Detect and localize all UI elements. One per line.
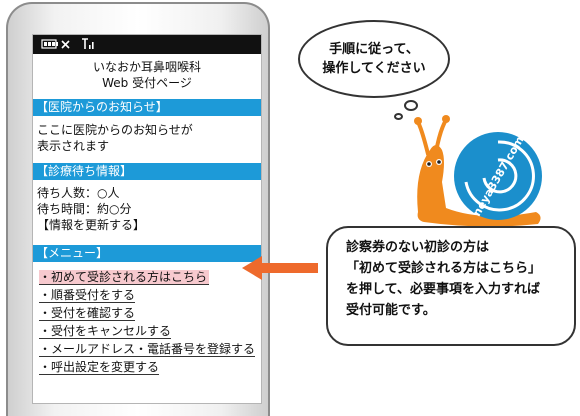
notice-section-header: 【医院からのお知らせ】	[33, 99, 261, 116]
explanation-line: 受付可能です。	[346, 303, 436, 318]
explanation-line: を押して、必要事項を入力すれば	[346, 282, 540, 297]
menu-item-confirm[interactable]: ・受付を確認する	[39, 305, 255, 323]
page-subtitle: Web 受付ページ	[102, 76, 192, 90]
menu-item-take-number[interactable]: ・順番受付をする	[39, 287, 255, 305]
waiting-time: 待ち時間：約○分	[37, 202, 132, 216]
instruction-line: 手順に従って、	[329, 42, 419, 57]
no-service-icon	[61, 39, 70, 49]
explanation-line: 診察券のない初診の方は	[346, 240, 490, 255]
status-bar	[33, 35, 261, 54]
explanation-bubble: 診察券のない初診の方は 「初めて受診される方はこちら」 を押して、必要事項を入力…	[326, 226, 576, 346]
explanation-line: 「初めて受診される方はこちら」	[346, 261, 542, 276]
instruction-line: 操作してください	[322, 61, 426, 76]
signal-antenna-icon	[81, 38, 95, 50]
instruction-bubble: 手順に従って、 操作してください	[298, 20, 450, 98]
menu-item-call-settings[interactable]: ・呼出設定を変更する	[39, 359, 255, 377]
menu-item-label[interactable]: ・受付を確認する	[39, 306, 136, 321]
waiting-body: 待ち人数：○人 待ち時間：約○分 【情報を更新する】	[37, 185, 145, 233]
thought-dot	[404, 100, 418, 111]
refresh-link[interactable]: 【情報を更新する】	[37, 218, 146, 232]
menu-item-first-visit[interactable]: ・初めて受診される方はこちら	[39, 269, 255, 287]
thought-dot	[394, 113, 403, 120]
menu-item-label[interactable]: ・呼出設定を変更する	[39, 360, 160, 375]
menu-item-label[interactable]: ・順番受付をする	[39, 288, 136, 303]
phone-screen: いなおか耳鼻咽喉科 Web 受付ページ 【医院からのお知らせ】 ここに医院からの…	[32, 34, 262, 404]
phone-frame: いなおか耳鼻咽喉科 Web 受付ページ 【医院からのお知らせ】 ここに医院からの…	[6, 2, 270, 416]
menu-item-cancel[interactable]: ・受付をキャンセルする	[39, 323, 255, 341]
menu-section-header: 【メニュー】	[33, 245, 261, 262]
pointer-arrow-icon	[242, 256, 318, 280]
snail-mascot-icon: neya3387.com	[414, 115, 542, 227]
battery-icon	[41, 39, 59, 49]
notice-line: ここに医院からのお知らせが	[37, 123, 193, 137]
waiting-section-header: 【診療待ち情報】	[33, 163, 261, 180]
clinic-name: いなおか耳鼻咽喉科	[92, 60, 201, 74]
menu-item-label[interactable]: ・初めて受診される方はこちら	[39, 270, 210, 285]
notice-body: ここに医院からのお知らせが 表示されます	[37, 122, 193, 154]
notice-line: 表示されます	[37, 139, 110, 153]
menu-item-label[interactable]: ・受付をキャンセルする	[39, 324, 172, 339]
waiting-count: 待ち人数：○人	[37, 186, 120, 200]
page-title: いなおか耳鼻咽喉科 Web 受付ページ	[33, 59, 261, 91]
menu-list: ・初めて受診される方はこちら ・順番受付をする ・受付を確認する ・受付をキャン…	[39, 269, 256, 377]
menu-item-register-contact[interactable]: ・メールアドレス・電話番号を登録する	[39, 341, 256, 359]
menu-item-label[interactable]: ・メールアドレス・電話番号を登録する	[39, 342, 256, 357]
